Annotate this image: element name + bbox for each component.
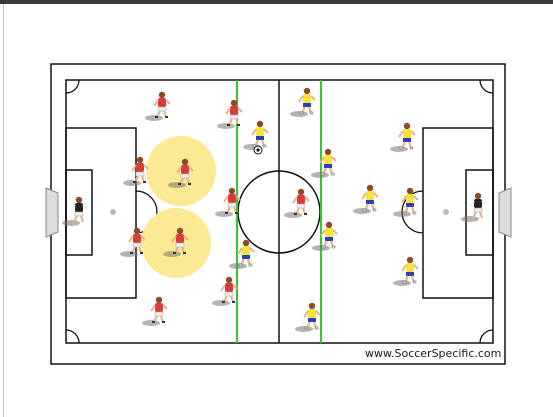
pitch-outer-border bbox=[51, 64, 505, 364]
watermark-text: www.SoccerSpecific.com bbox=[365, 347, 501, 360]
left-penalty-spot bbox=[110, 209, 116, 215]
left-goal-icon bbox=[46, 188, 58, 237]
ball-icon bbox=[254, 146, 262, 154]
right-penalty-spot bbox=[443, 209, 449, 215]
right-goal-icon bbox=[499, 188, 511, 237]
